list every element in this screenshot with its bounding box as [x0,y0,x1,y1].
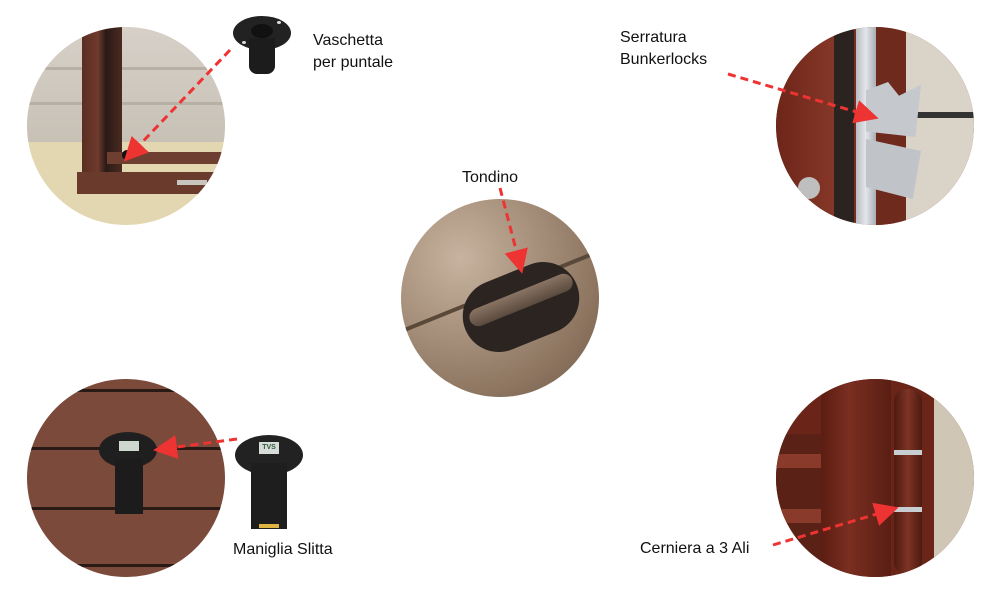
photo-maniglia-slitta [27,379,225,577]
label-vaschetta: Vaschetta per puntale [313,32,394,71]
photo-door-frame-corner [27,27,225,225]
label-tondino: Tondino [462,169,519,186]
photo-cerniera [776,379,974,577]
vaschetta-part-icon [233,16,291,76]
photo-bunkerlock [776,27,974,225]
label-serratura: Serratura Bunkerlocks [620,29,708,68]
maniglia-part-icon: TVS [235,435,303,530]
label-maniglia: Maniglia Slitta [233,541,333,558]
tvs-logo: TVS [259,442,279,454]
photo-tondino [401,199,599,397]
label-cerniera: Cerniera a 3 Ali [640,540,750,557]
